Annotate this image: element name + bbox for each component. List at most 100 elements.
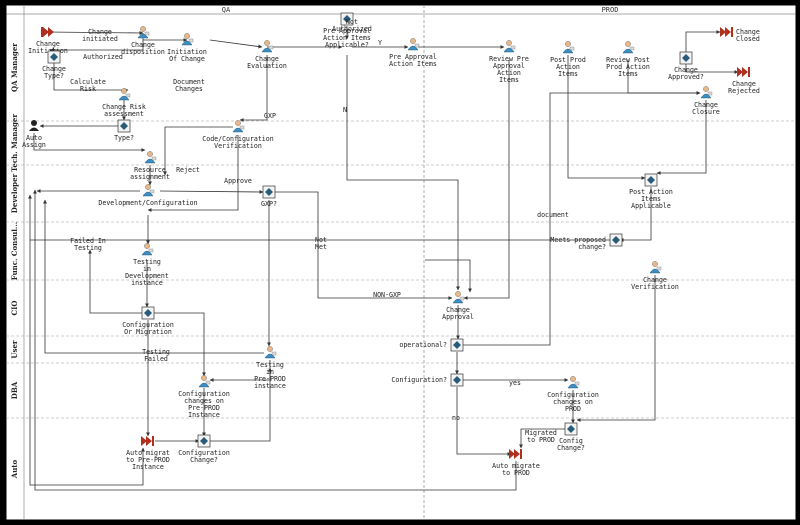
connector-edge-18	[685, 30, 721, 52]
connector-edge-41	[463, 91, 701, 346]
lane-label-tech-manager: Tech. Manager	[10, 114, 19, 172]
edge-label-gxp: GXP	[264, 112, 276, 120]
edge-label-n: N	[343, 106, 347, 114]
connector-edge-6	[239, 55, 268, 122]
pool-label-prod: PROD	[602, 6, 619, 14]
node-configuration: Configuration?	[391, 373, 464, 387]
nodes: ChangeInitiationChangeType?Changedisposi…	[22, 12, 760, 477]
connector-edge-5	[209, 39, 263, 49]
node-operational: operational?	[399, 338, 464, 352]
connector-edge-48	[33, 189, 517, 491]
connector-edge-36	[43, 199, 264, 354]
edge-label-document: document	[537, 211, 569, 219]
connector-edge-49	[29, 240, 145, 486]
lane-label-dba: DBA	[10, 381, 19, 399]
label-configuration: Configuration?	[391, 376, 447, 384]
connector-edge-12	[346, 55, 460, 291]
node-type: Type?	[114, 119, 134, 142]
node-gxp: GXP?	[261, 185, 277, 208]
connector-edge-3	[53, 60, 129, 92]
diagram-frame	[5, 4, 797, 521]
edges	[28, 26, 739, 491]
label-operational: operational?	[399, 341, 447, 349]
edge-label-authorized: Authorized	[83, 53, 123, 61]
connector-edge-1	[47, 30, 144, 35]
connector-edge-50	[425, 259, 472, 293]
edge-label-yes: yes	[509, 379, 521, 387]
lane-label-user: User	[10, 340, 19, 358]
label-type: Type?	[114, 134, 134, 142]
lane-label-auto: Auto	[10, 459, 19, 479]
connector-edge-15	[656, 100, 707, 175]
edge-label-non-gxp: NON-GXP	[373, 291, 401, 299]
edge-label-y: Y	[378, 39, 382, 47]
edge-label-reject: Reject	[176, 166, 200, 174]
connector-edge-29	[275, 191, 453, 300]
connector-edge-44	[456, 387, 512, 456]
connector-edge-47	[576, 275, 656, 422]
edge-label-no: no	[452, 414, 460, 422]
node-development-configuration: Development/Configuration	[98, 184, 198, 207]
connector-edge-25	[159, 189, 264, 194]
edge-label-approve: Approve	[224, 177, 252, 185]
connector-edge-13	[567, 55, 646, 180]
connector-edge-16	[619, 187, 652, 242]
connector-edge-27	[147, 135, 239, 212]
connector-edge-11	[463, 60, 510, 300]
